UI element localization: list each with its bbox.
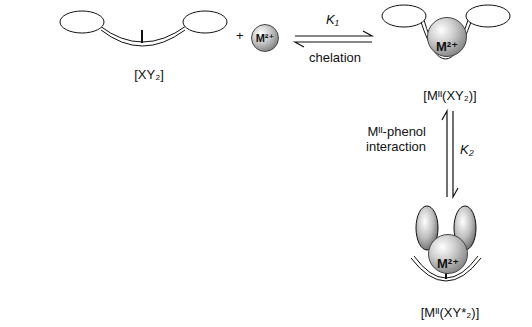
constant-label: K₂ <box>460 142 474 157</box>
process-label: chelation <box>309 50 361 65</box>
ligand: [XY₂] <box>60 0 238 84</box>
metal-ion: M²⁺ <box>251 24 279 52</box>
metal-ion: M²⁺ <box>427 17 467 57</box>
ion-label: M²⁺ <box>428 39 466 54</box>
species-label: [Mᴵᴵ(XY*₂)] <box>385 305 515 320</box>
ion-label: M²⁺ <box>256 32 275 45</box>
equilibrium-arrow <box>442 111 458 197</box>
plus-sign: + <box>236 28 244 43</box>
equilibrium-arrow <box>295 31 372 47</box>
species-label: [XY₂] <box>60 67 238 82</box>
complex-drawing <box>382 5 510 59</box>
ligand-drawing <box>60 11 227 46</box>
complex: [Mᴵᴵ(XY₂)] M²⁺ <box>380 0 520 105</box>
complex-drawing <box>411 206 481 281</box>
metal-ion: M²⁺ <box>428 234 468 274</box>
constant-label: K₁ <box>326 12 339 27</box>
process-label: Mᴵᴵ-phenol interaction <box>330 124 426 154</box>
ion-label: M²⁺ <box>429 256 467 271</box>
complex: [Mᴵᴵ(XY*₂)] M²⁺ <box>385 205 515 322</box>
species-label: [Mᴵᴵ(XY₂)] <box>380 88 520 103</box>
